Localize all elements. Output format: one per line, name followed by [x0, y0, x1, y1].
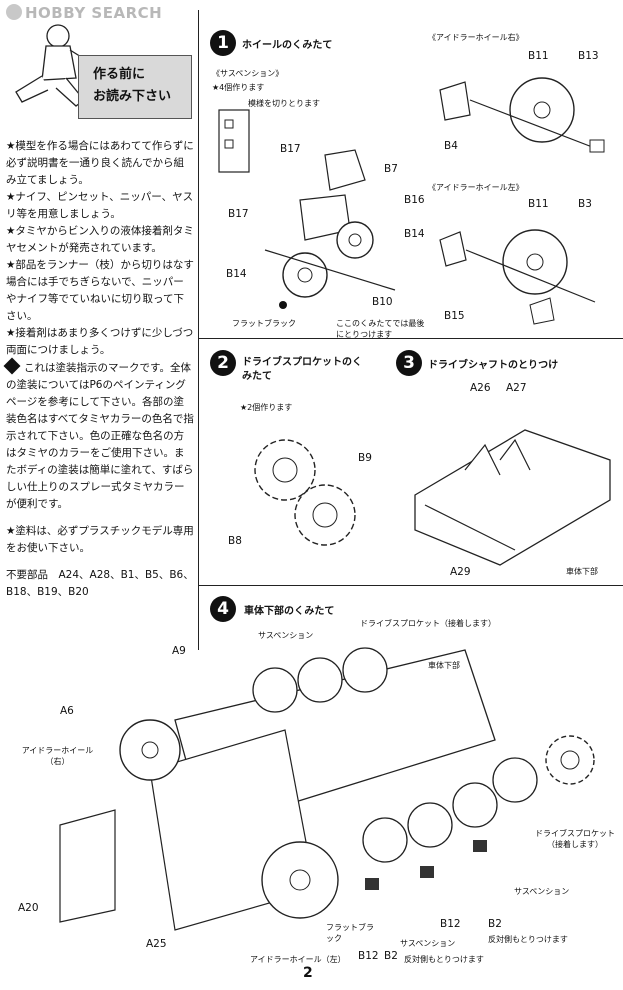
idler-left-header: 《アイドラーホイール左》 — [428, 183, 524, 192]
drive-shaft-hull-drawing — [414, 429, 611, 566]
glue-note: ★塗料は、必ずプラスチックモデル専用をお使い下さい。 — [6, 525, 194, 554]
label-b12-upper: B12 — [440, 918, 461, 930]
step-1-title: ホイールのくみたて — [242, 40, 333, 51]
lower-hull-label-step3: 車体下部 — [566, 567, 598, 576]
read-first-sign: 作る前に お読み下さい — [78, 55, 192, 119]
note-2: ★ナイフ、ピンセット、ニッパー、ヤスリ等を用意しましょう。 — [6, 191, 194, 220]
label-b15: B15 — [444, 310, 465, 322]
flat-black-label-2: フラットブラック — [326, 923, 374, 943]
label-b2-lower: B2 — [384, 950, 398, 962]
label-a9: A9 — [172, 645, 186, 657]
label-a25: A25 — [146, 938, 167, 950]
lower-hull-label-step4: 車体下部 — [428, 661, 460, 670]
make-2-note: ★2個作ります — [240, 403, 293, 412]
suspension-label-right: サスペンション — [514, 887, 570, 896]
lower-hull-assembly-drawing — [59, 647, 595, 931]
step-divider-bottom — [198, 585, 623, 586]
paint-notes: これは塗装指示のマークです。全体の塗装についてはP6のペインティングページを参考… — [3, 357, 194, 601]
drive-sprocket-drawing — [254, 439, 356, 546]
sign-line-2: お読み下さい — [93, 89, 172, 104]
label-b4: B4 — [444, 140, 458, 152]
label-a20: A20 — [18, 902, 39, 914]
watermark: HOBBY SEARCH — [6, 4, 162, 22]
label-b11-left: B11 — [528, 198, 549, 210]
drive-sprocket-glue-label-top: ドライブスプロケット（接着します） — [360, 619, 496, 628]
label-b10: B10 — [372, 296, 393, 308]
label-b13: B13 — [578, 50, 599, 62]
step-4-number: 4 — [210, 596, 236, 622]
column-divider — [198, 10, 199, 650]
suspension-label-top: サスペンション — [258, 631, 314, 640]
note-4: ★部品をランナー（枝）から切りはなす場合には手でちぎらないで、ニッパーやナイフ等… — [6, 259, 194, 322]
label-b12-lower: B12 — [358, 950, 379, 962]
mascot-figure-illustration — [15, 24, 86, 107]
step-3-number: 3 — [396, 350, 422, 376]
label-b7: B7 — [384, 163, 398, 175]
idler-right-label-step4: アイドラーホイール（右） — [21, 746, 94, 766]
label-b17-a: B17 — [280, 143, 301, 155]
idler-left-label-step4: アイドラーホイール（左） — [250, 955, 346, 964]
label-a29: A29 — [450, 566, 471, 578]
page-number: 2 — [303, 965, 313, 981]
make-4-note: ★4個作ります — [212, 83, 265, 92]
label-b14-b: B14 — [226, 268, 247, 280]
opposite-side-note-lower: 反対側もとりつけます — [404, 955, 484, 964]
unused-parts: 不要部品 A24、A28、B1、B5、B6、B18、B19、B20 — [6, 569, 194, 598]
label-b14-a: B14 — [404, 228, 425, 240]
label-b2-upper: B2 — [488, 918, 502, 930]
label-b11-right: B11 — [528, 50, 549, 62]
suspension-label-bottom: サスペンション — [400, 939, 456, 948]
step-divider-top — [198, 338, 623, 339]
opposite-side-note-upper: 反対側もとりつけます — [488, 935, 568, 944]
idler-wheel-left-drawing — [439, 229, 596, 325]
flat-black-label-1: フラットブラック — [232, 319, 296, 328]
idler-right-header: 《アイドラーホイール右》 — [428, 33, 524, 42]
label-a6: A6 — [60, 705, 74, 717]
label-b9: B9 — [358, 452, 372, 464]
paint-note: これは塗装指示のマークです。全体の塗装についてはP6のペインティングページを参考… — [6, 362, 194, 510]
label-a27: A27 — [506, 382, 527, 394]
suspension-header: 《サスペンション》 — [212, 69, 284, 78]
idler-wheel-right-drawing — [439, 77, 605, 153]
step-2-title: ドライブスプロケットのくみたて — [242, 357, 362, 382]
label-b3: B3 — [578, 198, 592, 210]
step-3-title: ドライブシャフトのとりつけ — [428, 360, 559, 371]
suspension-assembly-drawing — [218, 109, 396, 309]
step-1-number: 1 — [210, 30, 236, 56]
hobby-search-logo-icon — [6, 4, 22, 20]
note-5: ★接着剤はあまり多くつけずに少しづつ両面につけましょう。 — [6, 327, 194, 356]
label-b16: B16 — [404, 194, 425, 206]
paint-mark-icon — [3, 357, 21, 375]
drive-sprocket-label-right: ドライブスプロケット（接着します） — [535, 829, 615, 849]
last-assembly-note: ここのくみたてでは最後にとりつけます — [336, 319, 425, 339]
note-3: ★タミヤからビン入りの液体接着剤タミヤセメントが発売されています。 — [6, 225, 194, 254]
step-2-number: 2 — [210, 350, 236, 376]
note-1: ★模型を作る場合にはあわてて作らずに必ず説明書を一通り良く読んでから組み立てまし… — [6, 140, 194, 186]
sign-line-1: 作る前に — [93, 67, 146, 82]
precaution-notes: ★模型を作る場合にはあわてて作らずに必ず説明書を一通り良く読んでから組み立てまし… — [6, 138, 194, 359]
bend-note: 模様を切りとります — [248, 99, 320, 108]
label-b17-b: B17 — [228, 208, 249, 220]
step-4-title: 車体下部のくみたて — [244, 606, 335, 617]
label-a26: A26 — [470, 382, 491, 394]
label-b8: B8 — [228, 535, 242, 547]
